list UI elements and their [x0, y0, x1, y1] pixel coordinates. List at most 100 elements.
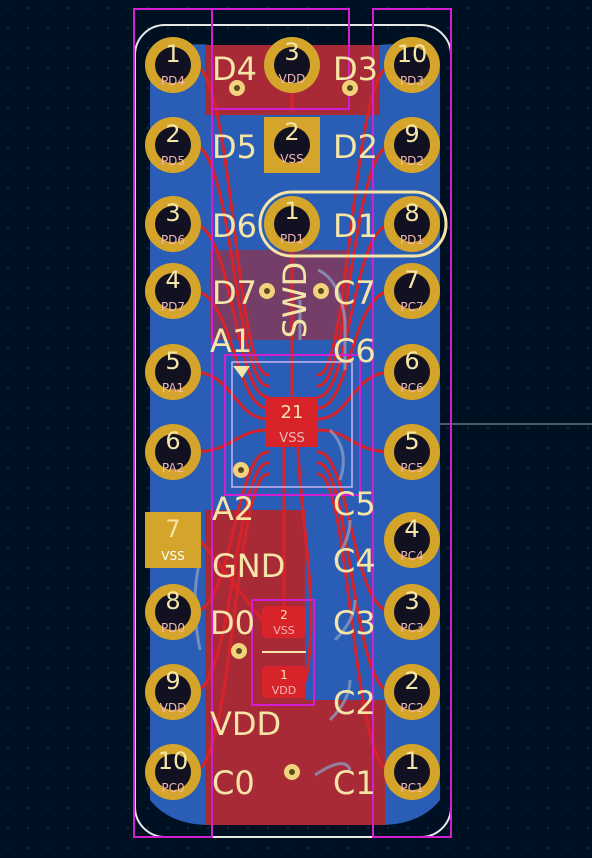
silk-label-c1: C1 [333, 764, 376, 802]
swd-pad-3-number: 3 [284, 38, 299, 66]
silk-label-c3: C3 [333, 604, 376, 642]
swd-pad-2-net: VSS [280, 152, 303, 166]
right-header: 10PD39PD28PD17PC76PC65PC54PC43PC32PC21PC… [384, 37, 440, 800]
silk-label-d0: D0 [210, 604, 255, 642]
left-header-pin-number: 8 [165, 587, 180, 615]
swd-pad-3-net: VDD [279, 72, 306, 86]
vias [229, 80, 358, 780]
right-header-net-label: PD1 [400, 233, 424, 247]
left-header-pin-number: 1 [165, 40, 180, 68]
right-header-pin-number: 5 [404, 427, 419, 455]
cap-pad-2[interactable] [262, 606, 306, 638]
bottom-traces [193, 268, 357, 777]
left-header-drill [155, 594, 191, 630]
silk-label-d4: D4 [212, 50, 257, 88]
left-header-net-label: PD4 [161, 74, 185, 88]
right-header-net-label: PD3 [400, 74, 424, 88]
via-drill [238, 467, 244, 473]
swd-pad-1-number: 1 [284, 197, 299, 225]
via-drill [234, 85, 240, 91]
right-header-pin-number: 6 [404, 347, 419, 375]
left-header-net-label: PA2 [162, 461, 184, 475]
silk-label-gnd: GND [212, 547, 285, 585]
swd-pad-1-net: PD1 [280, 232, 304, 246]
trace [316, 63, 394, 377]
trace [191, 63, 270, 377]
decoupling-capacitor: 2 VSS 1 VDD [262, 606, 306, 698]
trace [316, 461, 394, 694]
left-header-net-label: PD7 [161, 300, 185, 314]
left-header-net-label: VSS [161, 549, 184, 563]
left-header-drill [155, 674, 191, 710]
trace [316, 450, 394, 614]
left-header-pin-number: 4 [165, 266, 180, 294]
left-header-net-label: PA1 [162, 381, 184, 395]
right-header-drill [394, 754, 430, 790]
swd-pin1-outline [258, 190, 448, 258]
ic-qfn: 21 VSS [231, 361, 353, 488]
silk-label-c5: C5 [333, 485, 376, 523]
silk-label-c4: C4 [333, 542, 376, 580]
via-drill [318, 288, 324, 294]
silk-label-d6: D6 [212, 207, 257, 245]
via-drill [236, 648, 242, 654]
ic-thermal-pad[interactable] [266, 397, 318, 447]
via-drill [289, 769, 295, 775]
right-header-drill [394, 434, 430, 470]
trace [316, 222, 394, 399]
right-header-drill [394, 206, 430, 242]
silk-label-d5: D5 [212, 128, 257, 166]
left-header-drill [155, 127, 191, 163]
silk-label-d1: D1 [333, 207, 378, 245]
right-header-net-label: PC2 [400, 701, 423, 715]
left-header-pin-number: 3 [165, 199, 180, 227]
trace [296, 445, 313, 682]
silk-label-c2: C2 [333, 684, 376, 722]
right-header-pin-number: 3 [404, 587, 419, 615]
right-header-drill [394, 127, 430, 163]
trace [191, 370, 270, 421]
right-header-pin-number: 8 [404, 199, 419, 227]
right-header-pin-number: 10 [397, 40, 428, 68]
left-header-pin-number: 2 [165, 120, 180, 148]
ic-thermal-pad-number: 21 [281, 402, 304, 423]
right-header-pin-number: 2 [404, 667, 419, 695]
right-header-drill [394, 354, 430, 390]
left-header-drill [155, 434, 191, 470]
left-header-net-label: PD6 [161, 233, 185, 247]
trace [191, 450, 270, 614]
silk-label-d3: D3 [333, 50, 378, 88]
left-header-pin-number: 10 [158, 747, 189, 775]
via-drill [347, 85, 353, 91]
left-header-pad-7[interactable] [145, 512, 201, 568]
left-header-net-label: PD0 [161, 621, 185, 635]
left-header-drill [155, 273, 191, 309]
right-header-net-label: PC5 [400, 461, 423, 475]
ic-thermal-pad-net: VSS [279, 431, 304, 446]
left-header-pin-number: 6 [165, 427, 180, 455]
swd-label: SWD [276, 262, 314, 339]
right-header-net-label: PC6 [400, 381, 423, 395]
right-header-drill [394, 47, 430, 83]
copper-traces [191, 63, 394, 774]
left-header-net-label: PC0 [161, 781, 184, 795]
right-header-net-label: PC1 [400, 781, 423, 795]
right-header-drill [394, 594, 430, 630]
left-header-pin-number: 5 [165, 347, 180, 375]
trace [191, 461, 270, 694]
left-header-net-label: VDD [160, 701, 187, 715]
right-header-net-label: PC3 [400, 621, 423, 635]
silk-label-vdd: VDD [210, 705, 281, 743]
silk-label-c0: C0 [212, 764, 255, 802]
right-header-net-label: PD2 [400, 154, 424, 168]
silk-label-d2: D2 [333, 128, 378, 166]
cap-pad-1[interactable] [262, 666, 306, 698]
silk-label-c7: C7 [333, 274, 376, 312]
trace [191, 143, 270, 388]
right-header-pin-number: 4 [404, 515, 419, 543]
left-header: 1PD42PD53PD64PD75PA16PA27VSS8PD09VDD10PC… [145, 37, 201, 800]
